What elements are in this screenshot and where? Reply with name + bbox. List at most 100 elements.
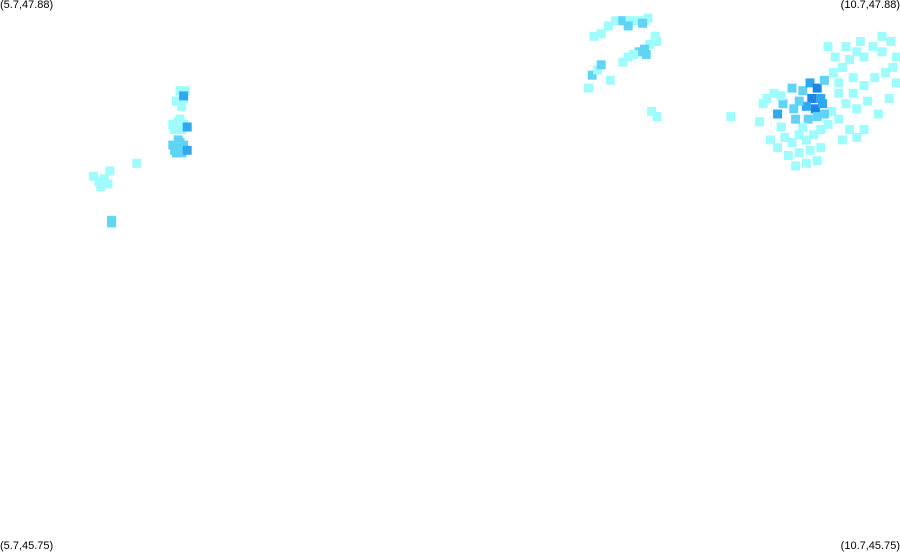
precip-cell xyxy=(647,106,657,116)
precip-cell xyxy=(834,78,844,88)
precip-cell xyxy=(168,140,178,150)
precip-cell xyxy=(765,135,775,145)
precip-cell xyxy=(107,218,117,228)
precip-cell xyxy=(870,73,880,83)
precip-cell xyxy=(587,70,597,80)
precip-cell xyxy=(650,31,660,41)
precip-cell xyxy=(105,166,115,176)
precip-cell xyxy=(823,42,833,52)
precip-cell xyxy=(175,86,185,96)
precip-cell xyxy=(888,62,898,72)
precip-cell xyxy=(596,29,606,39)
precip-cell xyxy=(863,96,873,106)
precip-cell xyxy=(787,83,797,93)
corner-label-bottom-left: (5.7,45.75) xyxy=(0,540,54,552)
precip-cell xyxy=(179,140,189,150)
precip-cell xyxy=(589,31,599,41)
precip-cell xyxy=(773,109,783,119)
precip-cell xyxy=(841,42,851,52)
precip-cell xyxy=(884,94,894,103)
precip-cell xyxy=(618,57,628,67)
precip-cell xyxy=(816,143,826,153)
precip-cell xyxy=(639,44,649,54)
precipitation-cells xyxy=(89,13,900,228)
precip-cell xyxy=(805,78,815,88)
precip-cell xyxy=(758,99,768,109)
precip-cell xyxy=(773,143,783,153)
precip-cell xyxy=(638,18,648,28)
precip-cell xyxy=(603,21,613,31)
precip-cell xyxy=(778,99,788,109)
precip-cell xyxy=(789,104,799,114)
precip-cell xyxy=(783,151,793,160)
precip-cell xyxy=(652,37,662,46)
precip-cell xyxy=(819,109,829,119)
precip-cell xyxy=(852,104,862,114)
precip-cell xyxy=(755,117,765,127)
precip-cell xyxy=(182,145,192,155)
precip-cell xyxy=(177,101,187,111)
precip-cell xyxy=(94,176,104,186)
precip-cell xyxy=(848,73,858,83)
precip-cell xyxy=(175,114,185,124)
precip-cell xyxy=(877,31,887,41)
precip-cell xyxy=(132,158,142,168)
precip-cell xyxy=(834,114,844,124)
precip-cell xyxy=(96,182,106,192)
precip-cell xyxy=(812,156,822,166)
precip-cell xyxy=(819,75,829,85)
precip-cell xyxy=(805,145,815,155)
precip-cell xyxy=(881,68,891,78)
precip-cell xyxy=(794,130,804,140)
precip-cell xyxy=(859,125,869,135)
precip-cell xyxy=(762,94,772,103)
precip-cell xyxy=(803,114,813,124)
precip-cell xyxy=(877,47,887,57)
precip-cell xyxy=(769,88,779,98)
precip-cell xyxy=(837,62,847,72)
precip-cell xyxy=(823,119,833,129)
precip-cell xyxy=(177,148,187,158)
precip-cell xyxy=(834,88,844,98)
precip-cell xyxy=(726,112,736,122)
precip-cell xyxy=(632,16,642,26)
precip-cell xyxy=(873,109,883,119)
precip-cell xyxy=(180,86,190,96)
precip-cell xyxy=(845,125,855,135)
precip-cell xyxy=(798,122,808,132)
precip-cell xyxy=(168,119,178,129)
precip-cell xyxy=(780,132,790,142)
precip-cell xyxy=(99,174,109,184)
precip-cell xyxy=(812,83,822,93)
precip-cell xyxy=(618,16,628,26)
precip-cell xyxy=(634,47,644,57)
precip-cell xyxy=(596,60,606,70)
precip-cell xyxy=(584,83,594,93)
precip-cell xyxy=(891,52,900,62)
precip-cell xyxy=(177,125,187,135)
precip-cell xyxy=(852,132,862,142)
precip-cell xyxy=(818,99,828,109)
precip-cell xyxy=(798,86,808,96)
corner-label-top-right: (10.7,47.88) xyxy=(840,0,900,11)
precip-cell xyxy=(801,158,811,168)
precip-cell xyxy=(182,122,192,132)
precip-cell xyxy=(611,16,621,26)
precip-cell xyxy=(173,135,183,145)
precip-cell xyxy=(809,130,819,140)
precip-cell xyxy=(605,75,615,85)
precip-cell xyxy=(791,161,801,171)
precip-cell xyxy=(828,68,838,78)
precip-cell xyxy=(791,114,801,124)
precip-cell xyxy=(593,65,603,75)
precip-cell xyxy=(643,13,653,23)
precip-cell xyxy=(801,135,811,145)
precip-cell xyxy=(776,91,786,101)
precip-cell xyxy=(623,21,633,31)
precip-cell xyxy=(641,49,651,59)
precip-cell xyxy=(807,94,817,103)
precip-cell xyxy=(794,96,804,106)
precip-cell xyxy=(810,104,820,114)
precip-cell xyxy=(652,112,662,122)
